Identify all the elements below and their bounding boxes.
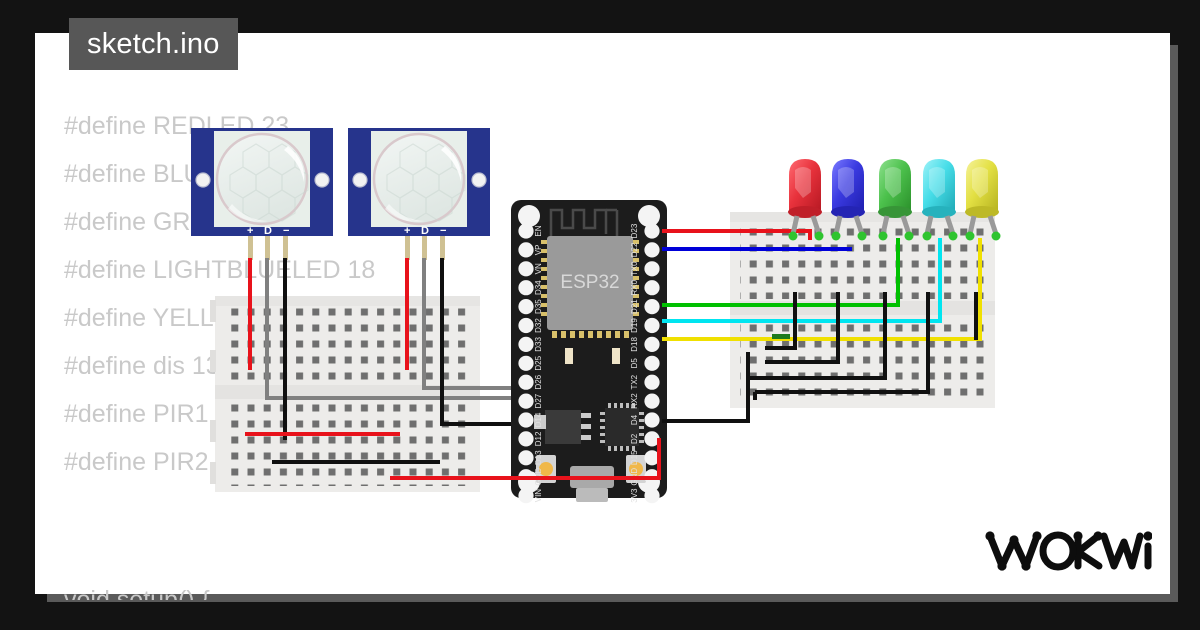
esp32-pin-d19[interactable] <box>644 317 660 334</box>
editor-code-partial-line: void setup() { <box>64 586 210 600</box>
esp32-pin-label-d23: D23 <box>630 223 639 238</box>
pir2-wires <box>405 258 515 426</box>
esp32-pin-d22[interactable] <box>644 242 660 258</box>
esp32-pin-label-d26: D26 <box>534 374 543 389</box>
esp32-pin-label-d5: D5 <box>630 358 639 369</box>
esp32-pin-vn[interactable] <box>518 261 534 277</box>
right-breadboard[interactable] <box>730 212 995 408</box>
pir1-pin-plus: + <box>247 225 253 237</box>
esp32-pin-label-d34: D34 <box>534 280 543 295</box>
led-green[interactable] <box>878 159 914 241</box>
tab-sketch-ino[interactable]: sketch.ino <box>69 18 238 70</box>
esp32-pin-d4[interactable] <box>644 412 660 428</box>
esp32-pin-label-d33: D33 <box>534 337 543 352</box>
left-breadboard[interactable] <box>210 296 480 492</box>
pcb-antenna <box>549 208 619 240</box>
esp32-pin-d2[interactable] <box>644 431 660 447</box>
wire-green-d19 <box>662 238 900 307</box>
esp32-pin-d27[interactable] <box>518 393 534 409</box>
pir-sensor-2[interactable]: + D − <box>348 128 490 260</box>
led-lightblue[interactable] <box>922 159 958 241</box>
pir-sensor-1[interactable]: + D − <box>191 128 333 260</box>
esp32-pin-label-d27: D27 <box>534 393 543 408</box>
wire-pir2-signal <box>422 258 515 390</box>
esp32-pin-d33[interactable] <box>518 336 534 352</box>
esp32-pin-d13[interactable] <box>518 450 534 466</box>
esp32-left-pins[interactable]: ENVPVND34D35D32D33D25D26D27D14D12D13GNDV… <box>518 223 543 504</box>
right-breadboard-ground-wires <box>748 292 978 394</box>
esp32-pin-en[interactable] <box>518 223 534 239</box>
esp32-pin-3v3[interactable] <box>644 488 660 504</box>
esp32-pin-label-d32: D32 <box>534 318 543 333</box>
green-jumper-stub <box>772 334 790 339</box>
esp32-pin-label-en: EN <box>534 225 543 236</box>
right-breadboard-ground-rails <box>746 352 757 400</box>
esp32-pin-rx2[interactable] <box>644 393 660 409</box>
esp32-pin-label-vn: VN <box>534 263 543 274</box>
esp32-pin-d18[interactable] <box>644 336 660 352</box>
esp32-pin-label-d22: D22 <box>630 242 639 257</box>
esp32-pin-label-d13: D13 <box>534 450 543 465</box>
esp32-pin-label-d2: D2 <box>630 433 639 444</box>
esp32-pin-d15[interactable] <box>644 450 660 466</box>
esp32-pin-label-rx0: RX0 <box>630 279 639 295</box>
pir2-pin-plus: + <box>404 225 410 237</box>
led-signal-wires <box>662 229 982 341</box>
led-yellow[interactable] <box>965 159 1001 241</box>
esp32-pin-label-tx0: TX0 <box>630 261 639 276</box>
esp32-pin-label-rx2: RX2 <box>630 393 639 409</box>
led-blue[interactable] <box>831 159 867 241</box>
wire-lightblue-d18 <box>662 238 942 323</box>
wire-yellow-d5 <box>662 238 982 341</box>
esp32-right-pins[interactable]: D23D22TX0RX0D21D19D18D5TX2RX2D4D2D15GND3… <box>630 223 660 504</box>
esp32-pin-tx2[interactable] <box>644 374 660 390</box>
wokwi-logo <box>985 531 1152 571</box>
wire-red-d23 <box>662 229 812 240</box>
esp32-pin-d12[interactable] <box>518 431 534 447</box>
esp32-board[interactable]: ESP32 <box>511 200 667 504</box>
esp32-pin-label-3v3: 3V3 <box>630 488 639 503</box>
esp32-pin-d32[interactable] <box>518 317 534 334</box>
esp32-pin-label-d25: D25 <box>534 355 543 370</box>
esp32-pin-rx0[interactable] <box>644 280 660 296</box>
esp32-pin-d5[interactable] <box>644 355 660 371</box>
wire-pir1-signal <box>265 258 515 400</box>
esp32-pin-vin[interactable] <box>518 488 534 504</box>
esp32-pin-label-vp: VP <box>534 245 543 256</box>
pir1-pin-minus: − <box>283 225 289 237</box>
wire-pir2-ground <box>440 258 515 426</box>
esp32-pin-label-d4: D4 <box>630 414 639 425</box>
esp32-pin-vp[interactable] <box>518 242 534 258</box>
esp32-pin-tx0[interactable] <box>644 261 660 277</box>
tab-label: sketch.ino <box>87 27 220 60</box>
esp32-pin-d21[interactable] <box>644 299 660 315</box>
esp32-pin-label-d21: D21 <box>630 299 639 314</box>
esp32-label: ESP32 <box>560 272 619 293</box>
esp32-pin-d23[interactable] <box>644 223 660 239</box>
esp32-pin-label-d19: D19 <box>630 318 639 333</box>
led-red[interactable] <box>788 159 824 241</box>
esp32-pin-label-d18: D18 <box>630 337 639 352</box>
esp32-pin-label-d14: D14 <box>534 412 543 427</box>
esp32-pin-d14[interactable] <box>518 412 534 428</box>
esp32-pin-d35[interactable] <box>518 299 534 315</box>
esp32-pin-label-d12: D12 <box>534 431 543 446</box>
pir2-pin-minus: − <box>440 225 446 237</box>
esp32-pin-d34[interactable] <box>518 280 534 296</box>
pir1-wires <box>248 258 515 440</box>
esp32-pin-label-d35: D35 <box>534 299 543 314</box>
esp32-pin-d26[interactable] <box>518 374 534 390</box>
pir1-pin-d: D <box>264 225 272 237</box>
esp32-pin-label-d15: D15 <box>630 450 639 465</box>
wire-3v3-left <box>390 438 661 480</box>
esp32-pin-d25[interactable] <box>518 355 534 371</box>
esp32-pin-label-tx2: TX2 <box>630 374 639 389</box>
esp32-pin-label-vin: VIN <box>534 489 543 503</box>
pir2-pin-d: D <box>421 225 429 237</box>
